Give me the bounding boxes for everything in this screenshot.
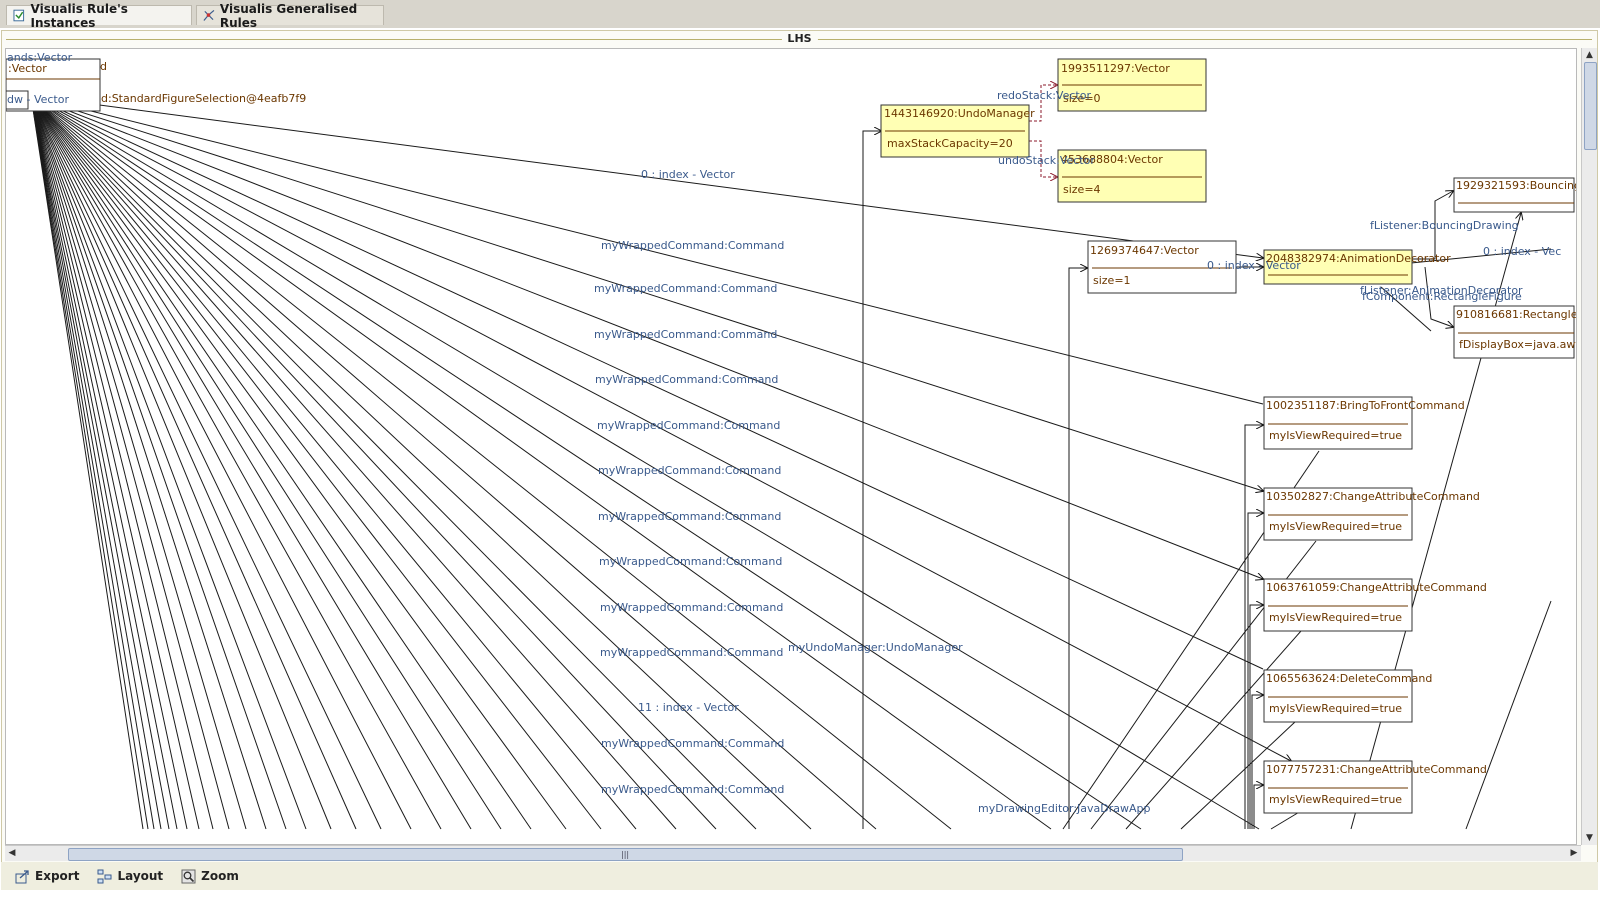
node-vec1-attr: size=1	[1093, 274, 1131, 287]
node-change-attribute-command-3[interactable]: 1077757231:ChangeAttributeCommand myIsVi…	[1263, 760, 1487, 814]
node-redo-vector[interactable]: 1993511297:Vector size=0	[1057, 58, 1207, 112]
export-label: Export	[35, 869, 80, 883]
node-undo-stack-title: 453688804:Vector	[1061, 153, 1163, 166]
scroll-down-icon[interactable]: ▼	[1586, 833, 1593, 843]
zoom-button[interactable]: Zoom	[181, 869, 239, 884]
node-undo-stack-attr: size=4	[1063, 183, 1101, 196]
horizontal-scrollbar[interactable]: ◀ ||| ▶	[5, 845, 1581, 861]
object-graph[interactable]: :Vector 1443146920:UndoManager maxStackC…	[6, 49, 1577, 845]
horizontal-scroll-thumb[interactable]: |||	[68, 848, 1183, 861]
node-redo-vector-title: 1993511297:Vector	[1061, 62, 1170, 75]
rules-icon	[203, 10, 215, 21]
edge-label: fListener:AnimationDecorator	[1360, 284, 1523, 297]
zoom-icon	[181, 869, 196, 883]
node-undo-manager-attr: maxStackCapacity=20	[887, 137, 1013, 150]
edge-label: 0 : index - Vec	[1483, 245, 1561, 258]
node-redo-vector-attr: size=0	[1063, 92, 1101, 105]
zoom-label: Zoom	[201, 869, 239, 883]
edge-label: myWrappedCommand:Command	[601, 239, 784, 252]
tab-rule-instances-label: Visualis Rule's Instances	[30, 1, 128, 30]
node-delete-command[interactable]: 1065563624:DeleteCommand myIsViewRequire…	[1263, 669, 1432, 723]
edge-label: undoStack:Vector	[998, 154, 1095, 167]
node-change-attribute-command-2[interactable]: 1063761059:ChangeAttributeCommand myIsVi…	[1263, 578, 1487, 632]
edge-label: myWrappedCommand:Command	[600, 646, 783, 659]
edge-label: d:StandardFigureSelection@4eafb7f9	[101, 92, 306, 105]
node-cac3-attr: myIsViewRequired=true	[1269, 793, 1402, 806]
edge-label: 0 : index - Vector	[641, 168, 735, 181]
export-button[interactable]: Export	[15, 869, 79, 884]
lhs-title: LHS	[781, 32, 818, 45]
scroll-right-icon[interactable]: ▶	[1570, 848, 1578, 858]
tab-rule-instances[interactable]: Visualis Rule's Instances	[6, 2, 192, 30]
edge-label: myWrappedCommand:Command	[598, 464, 781, 477]
edge-label: myWrappedCommand:Command	[595, 373, 778, 386]
edges-stack	[1029, 85, 1057, 177]
node-undo-manager-title: 1443146920:UndoManager	[884, 107, 1035, 120]
edge-label: d	[100, 60, 107, 73]
tab-bar: Visualis Rule's Instances Visualis Gener…	[0, 0, 1600, 30]
node-cac2-title: 1063761059:ChangeAttributeCommand	[1266, 581, 1487, 594]
edge-label: myWrappedCommand:Command	[601, 783, 784, 796]
node-bounc-title: 1929321593:BouncingDrawing	[1456, 179, 1577, 192]
export-icon	[15, 869, 29, 883]
node-vec1-title: 1269374647:Vector	[1090, 244, 1199, 257]
node-rectangle-figure[interactable]: 910816681:RectangleFigure fDisplayBox=ja…	[1453, 305, 1577, 359]
node-bouncing-drawing[interactable]: 1929321593:BouncingDrawing	[1453, 177, 1577, 213]
instances-icon	[13, 9, 25, 22]
node-animation-decorator[interactable]: 2048382974:AnimationDecorator	[1263, 249, 1451, 285]
edge-label: myWrappedCommand:Command	[598, 510, 781, 523]
node-left-vector[interactable]: :Vector	[6, 58, 101, 112]
edges-misc	[862, 131, 1552, 830]
tab-generalised-rules-label: Visualis Generalised Rules	[219, 1, 358, 30]
node-vector-1269374647[interactable]: 1269374647:Vector size=1	[1087, 240, 1237, 294]
edge-label: redoStack:Vector	[997, 89, 1091, 102]
node-anim-title: 2048382974:AnimationDecorator	[1266, 252, 1451, 265]
edge-label: myWrappedCommand:Command	[599, 555, 782, 568]
edge-label: myWrappedCommand:Command	[594, 282, 777, 295]
edge-label: myWrappedCommand:Command	[600, 601, 783, 614]
edge-label: 0 : index - Vector	[1207, 259, 1301, 272]
grip-icon: |||	[621, 850, 630, 859]
node-del-attr: myIsViewRequired=true	[1269, 702, 1402, 715]
vertical-scroll-thumb[interactable]	[1584, 62, 1597, 150]
node-change-attribute-command-1[interactable]: 103502827:ChangeAttributeCommand myIsVie…	[1263, 487, 1480, 541]
tab-generalised-rules[interactable]: Visualis Generalised Rules	[196, 2, 384, 30]
scroll-up-icon[interactable]: ▲	[1586, 50, 1593, 60]
node-undo-stack-vector[interactable]: 453688804:Vector size=4	[1057, 149, 1207, 203]
bottom-toolbar: Export Layout Zoom	[1, 862, 1598, 890]
edge-label: 11 : index - Vector	[638, 701, 739, 714]
node-rect-attr: fDisplayBox=java.awt.Rectangle	[1459, 338, 1577, 351]
node-del-title: 1065563624:DeleteCommand	[1266, 672, 1432, 685]
node-bring-to-front-command[interactable]: 1002351187:BringToFrontCommand myIsViewR…	[1263, 396, 1465, 450]
layout-button[interactable]: Layout	[97, 869, 163, 884]
edge-label: myUndoManager:UndoManager	[788, 641, 963, 654]
node-rect-title: 910816681:RectangleFigure	[1456, 308, 1577, 321]
node-cac1-attr: myIsViewRequired=true	[1269, 520, 1402, 533]
edge-label: fListener:BouncingDrawing	[1370, 219, 1519, 232]
node-cac1-title: 103502827:ChangeAttributeCommand	[1266, 490, 1480, 503]
edge-label: fComponent:RectangleFigure	[1362, 290, 1522, 303]
node-cac3-title: 1077757231:ChangeAttributeCommand	[1266, 763, 1487, 776]
diagram-canvas[interactable]: :Vector 1443146920:UndoManager maxStackC…	[5, 48, 1577, 845]
vertical-scrollbar[interactable]: ▲ ▼	[1581, 48, 1597, 845]
edge-label: myDrawingEditor:JavaDrawApp	[978, 802, 1151, 815]
edge-label: ands:Vector	[7, 51, 73, 64]
node-cac2-attr: myIsViewRequired=true	[1269, 611, 1402, 624]
node-btf-title: 1002351187:BringToFrontCommand	[1266, 399, 1465, 412]
layout-label: Layout	[117, 869, 164, 883]
scroll-left-icon[interactable]: ◀	[8, 848, 16, 858]
edge-fan	[30, 95, 1291, 830]
edge-label: myWrappedCommand:Command	[597, 419, 780, 432]
edge-label: myWrappedCommand:Command	[594, 328, 777, 341]
layout-icon	[97, 869, 112, 883]
node-left-title: :Vector	[8, 62, 47, 75]
node-btf-attr: myIsViewRequired=true	[1269, 429, 1402, 442]
edge-label: myWrappedCommand:Command	[601, 737, 784, 750]
node-undo-manager[interactable]: 1443146920:UndoManager maxStackCapacity=…	[880, 104, 1035, 158]
edge-label: dw - Vector	[7, 93, 69, 106]
edge-labels: ands:Vector d d:StandardFigureSelection@…	[7, 51, 1561, 815]
